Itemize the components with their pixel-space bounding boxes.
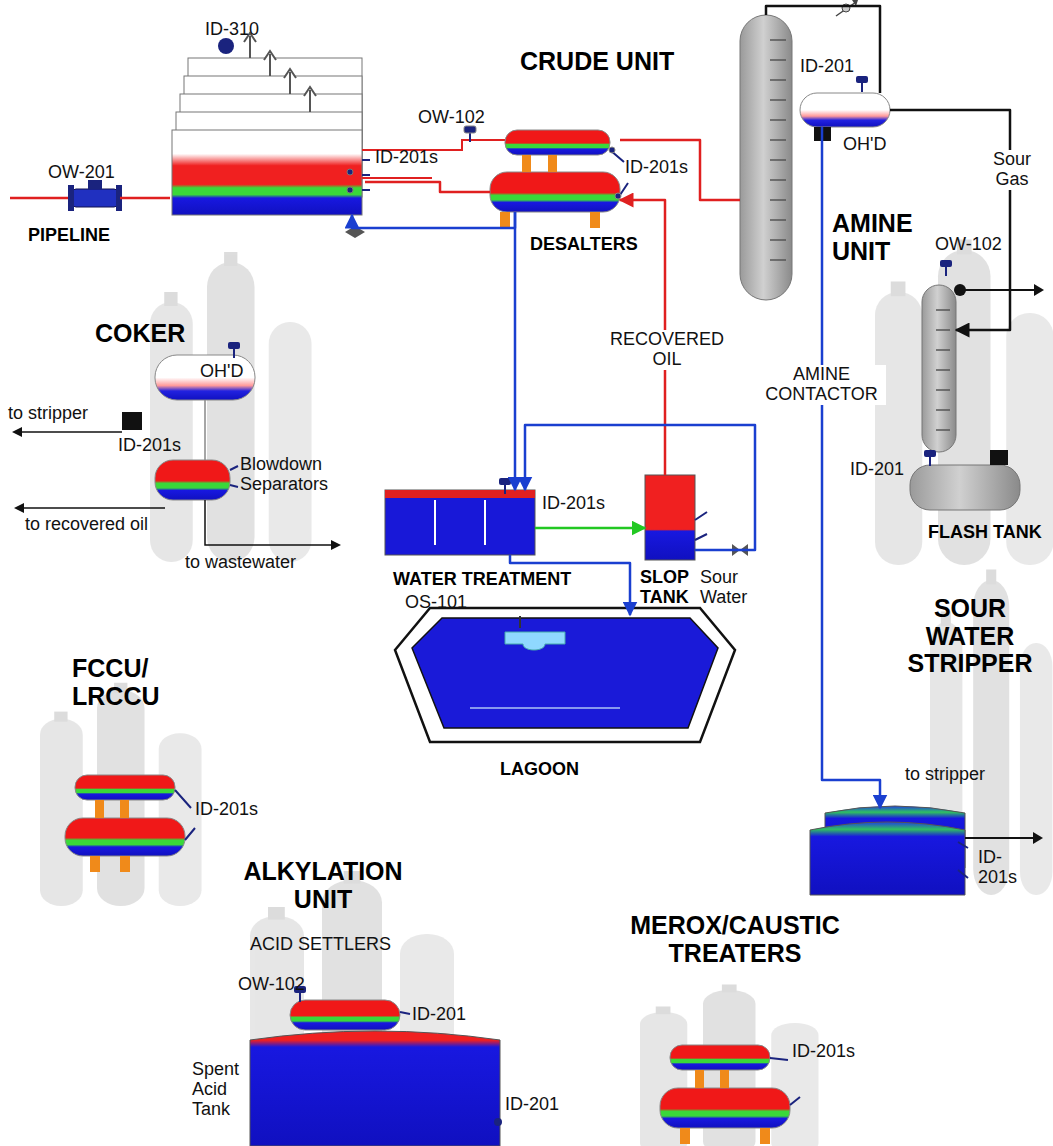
annotation-label: AMINE UNIT — [832, 210, 947, 265]
annotation-label: OH'D — [200, 362, 243, 382]
equipment-node: ID-201OH'D — [800, 93, 890, 127]
equipment-label: ID-201 — [850, 460, 904, 480]
equipment-label: ID-201s — [625, 158, 688, 178]
coker-unit — [12, 342, 341, 550]
equipment-label: OW-201 — [48, 163, 115, 183]
equipment-label: OW-102 — [418, 108, 485, 128]
stream-label: Sour Gas — [982, 150, 1042, 190]
annotation-label: to stripper — [905, 765, 985, 785]
crude-overhead-drum — [800, 76, 890, 141]
annotation-label: Spent Acid Tank — [192, 1060, 247, 1119]
equipment-label: DESALTERS — [530, 235, 638, 255]
equipment-label: WATER TREATMENT — [393, 570, 571, 590]
lagoon — [395, 608, 735, 742]
annotation-label: ID-201s — [792, 1042, 855, 1062]
annotation-label: FCCU/ LRCCU — [72, 655, 177, 710]
desalters — [362, 126, 628, 228]
annotation-label: to recovered oil — [25, 515, 148, 535]
equipment-label: ID-201 — [800, 57, 854, 77]
equipment-label: ID- 201s — [978, 848, 1023, 888]
equipment-label: CRUDE UNIT — [520, 48, 674, 76]
equipment-label: FLASH TANK — [928, 523, 1042, 543]
annotation-label: Blowdown Separators — [240, 455, 340, 495]
equipment-node: OW-201PIPELINE — [70, 188, 120, 208]
annotation-label: OW-102 — [238, 975, 305, 995]
pipe-connector — [514, 212, 517, 490]
pipe-connector — [766, 6, 880, 93]
equipment-label: PIPELINE — [28, 226, 110, 246]
pipe-connector — [535, 527, 645, 530]
equipment-node: ID-201FLASH TANK — [910, 465, 1020, 510]
annotation-label: Sour Water — [700, 568, 760, 608]
equipment-label: OS-101 — [405, 593, 467, 613]
equipment-label: LAGOON — [500, 760, 579, 780]
equipment-node: OS-101LAGOON — [405, 615, 720, 735]
sour-water-stripper — [810, 806, 1043, 895]
annotation-label: to wastewater — [185, 553, 296, 573]
equipment-label: SOUR WATER STRIPPER — [900, 595, 1040, 678]
annotation-label: ACID SETTLERS — [250, 935, 391, 955]
amine-unit — [910, 260, 1044, 510]
annotation-label: ALKYLATION UNIT — [228, 858, 418, 913]
water-treatment-tank — [385, 478, 535, 555]
crude-tanks — [172, 33, 370, 238]
pipe-connector — [120, 197, 170, 200]
equipment-node: SLOP TANK — [645, 475, 695, 560]
equipment-node: ID-201sWATER TREATMENT — [385, 490, 535, 555]
equipment-label: ID-201s — [375, 148, 438, 168]
pipe-connector — [352, 212, 515, 228]
pipeline-pump — [10, 180, 122, 211]
annotation-label: ID-201 — [412, 1005, 466, 1025]
annotation-label: COKER — [95, 320, 185, 348]
annotation-label: ID-201s — [195, 800, 258, 820]
pipe-connector — [365, 182, 490, 192]
pipe-connector — [620, 140, 740, 200]
equipment-label: AMINE CONTACTOR — [757, 365, 886, 405]
annotation-label: to stripper — [8, 404, 88, 424]
equipment-node: ID-310ID-201s — [170, 58, 365, 215]
equipment-label: ID-310 — [205, 20, 259, 40]
stream-label: RECOVERED OIL — [600, 330, 734, 370]
pipe-connector — [525, 425, 755, 550]
annotation-label: ID-201s — [118, 436, 181, 456]
fccu-vessels — [65, 775, 195, 872]
equipment-node: OW-102AMINE CONTACTOR — [922, 285, 956, 452]
equipment-label: SLOP TANK — [640, 568, 695, 608]
unit-backgrounds — [40, 240, 1053, 1146]
equipment-node: CRUDE UNIT — [740, 15, 792, 300]
equipment-label: OW-102 — [935, 235, 1002, 255]
equipment-node: SOUR WATER STRIPPERID- 201s — [810, 808, 965, 895]
annotation-label: ID-201 — [505, 1095, 559, 1115]
merox-treaters — [660, 1045, 800, 1144]
slop-tank — [645, 475, 748, 560]
alkylation-vessels — [250, 986, 502, 1146]
equipment-label: ID-201s — [542, 494, 605, 514]
equipment-label: OH'D — [843, 135, 886, 155]
annotation-label: MEROX/CAUSTIC TREATERS — [590, 912, 880, 967]
equipment-node: OW-102ID-201sDESALTERS — [490, 128, 620, 212]
